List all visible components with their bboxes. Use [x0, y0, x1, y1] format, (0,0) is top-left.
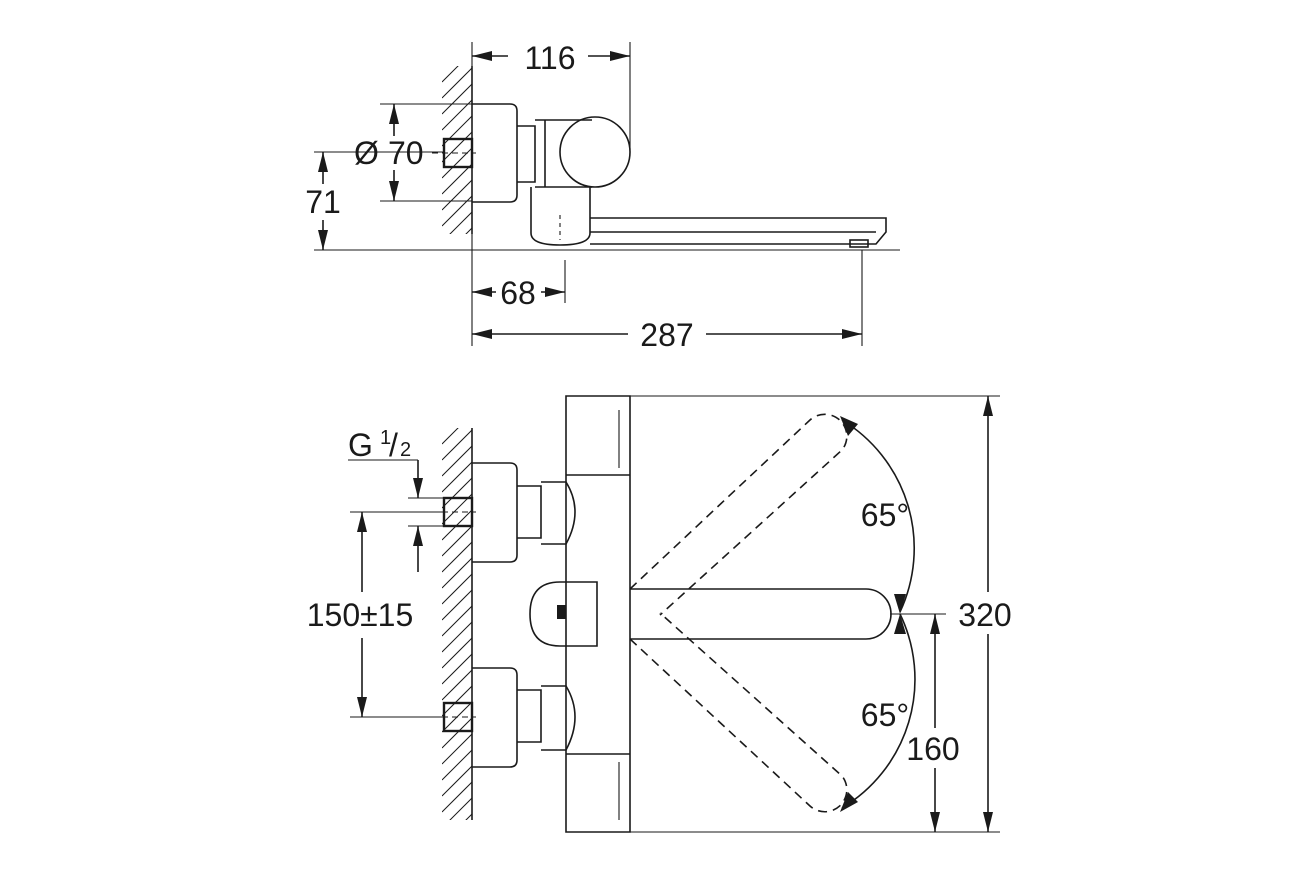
dimension-71: 71 — [305, 151, 900, 251]
dimension-diameter-70: Ø 70 — [354, 103, 472, 202]
dimension-160: 160 — [890, 613, 960, 832]
eccentric-upper — [472, 462, 576, 563]
front-view: 65° 65° G 1 / 2 — [307, 395, 1012, 833]
mixer-body-side — [472, 103, 631, 246]
angle-upper-label: 65° — [861, 497, 909, 533]
pipe-connection-top — [432, 137, 476, 169]
spout-swivel-lower — [629, 612, 848, 813]
dimension-320: 320 — [630, 395, 1012, 833]
spout-swivel-upper — [629, 413, 848, 616]
dimension-150-label: 150±15 — [307, 597, 414, 633]
dimension-160-label: 160 — [906, 731, 959, 767]
angle-arc-lower: 65° — [840, 613, 916, 812]
dimension-287-label: 287 — [640, 317, 693, 353]
mixer-body-front — [529, 395, 631, 833]
thread-slash: / — [389, 427, 398, 463]
dimension-70-label: 70 — [388, 135, 424, 171]
dimension-68: 68 — [471, 234, 566, 346]
thread-size-label: G 1 / 2 — [348, 427, 444, 572]
dimension-320-label: 320 — [958, 597, 1011, 633]
eccentric-lower — [472, 667, 576, 768]
dimension-116: 116 — [471, 40, 631, 150]
wall-top — [442, 66, 473, 234]
dimension-116-label: 116 — [524, 40, 575, 76]
side-view: 116 Ø 70 71 68 — [305, 40, 900, 353]
angle-lower-label: 65° — [861, 697, 909, 733]
thread-denominator: 2 — [400, 439, 411, 461]
dimension-150: 150±15 — [307, 511, 444, 718]
thread-numerator: 1 — [380, 427, 391, 449]
wall-front — [442, 428, 473, 820]
spout-front — [630, 588, 892, 640]
dimension-68-label: 68 — [500, 275, 536, 311]
dimension-287: 287 — [472, 250, 863, 353]
dimension-71-label: 71 — [305, 184, 341, 220]
thread-g: G — [348, 427, 373, 463]
diameter-symbol: Ø — [354, 135, 379, 171]
angle-arc-upper: 65° — [840, 416, 915, 614]
spout-side — [590, 217, 887, 248]
